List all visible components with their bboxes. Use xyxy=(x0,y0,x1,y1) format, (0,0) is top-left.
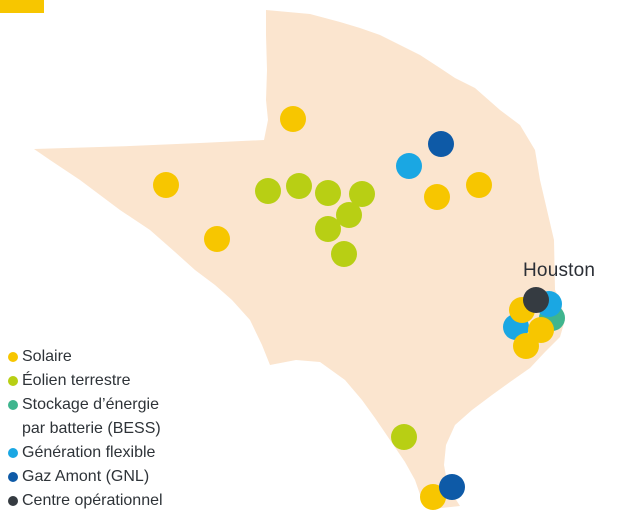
wind-site-marker xyxy=(286,173,312,199)
wind-site-marker xyxy=(315,180,341,206)
solar-site-marker xyxy=(153,172,179,198)
city-label-houston: Houston xyxy=(523,260,596,281)
legend-item-solar: Solaire xyxy=(8,345,228,369)
operations-center-site-marker xyxy=(523,287,549,313)
legend-label: Stockage d’énergie xyxy=(22,396,159,413)
legend-label: Centre opérationnel xyxy=(22,492,163,509)
wind-site-marker xyxy=(349,181,375,207)
flexible-dot-icon xyxy=(8,448,18,458)
legend-label: Gaz Amont (GNL) xyxy=(22,468,150,485)
solar-site-marker xyxy=(528,317,554,343)
operations-dot-icon xyxy=(8,496,18,506)
upstream-gas-site-marker xyxy=(428,131,454,157)
brand-corner-tab xyxy=(0,0,44,13)
wind-site-marker xyxy=(391,424,417,450)
legend-label: Éolien terrestre xyxy=(22,372,131,389)
bess-dot-icon xyxy=(8,400,18,410)
wind-site-marker xyxy=(315,216,341,242)
legend-item-wind: Éolien terrestre xyxy=(8,369,228,393)
solar-site-marker xyxy=(280,106,306,132)
wind-site-marker xyxy=(255,178,281,204)
legend-item-operations_center: Centre opérationnel xyxy=(8,489,228,513)
legend-item-upstream_gas: Gaz Amont (GNL) xyxy=(8,465,228,489)
flexible-site-marker xyxy=(396,153,422,179)
wind-site-marker xyxy=(331,241,357,267)
solar-site-marker xyxy=(204,226,230,252)
legend-label: Génération flexible xyxy=(22,444,156,461)
legend-item-bess: Stockage d’énergie xyxy=(8,393,228,417)
wind-site-marker xyxy=(336,202,362,228)
solar-dot-icon xyxy=(8,352,18,362)
legend-item-flexible: Génération flexible xyxy=(8,441,228,465)
upstream-gas-site-marker xyxy=(439,474,465,500)
legend-label: Solaire xyxy=(22,348,72,365)
gas-dot-icon xyxy=(8,472,18,482)
legend-label-continuation: par batterie (BESS) xyxy=(22,420,161,437)
solar-site-marker xyxy=(466,172,492,198)
wind-dot-icon xyxy=(8,376,18,386)
solar-site-marker xyxy=(424,184,450,210)
